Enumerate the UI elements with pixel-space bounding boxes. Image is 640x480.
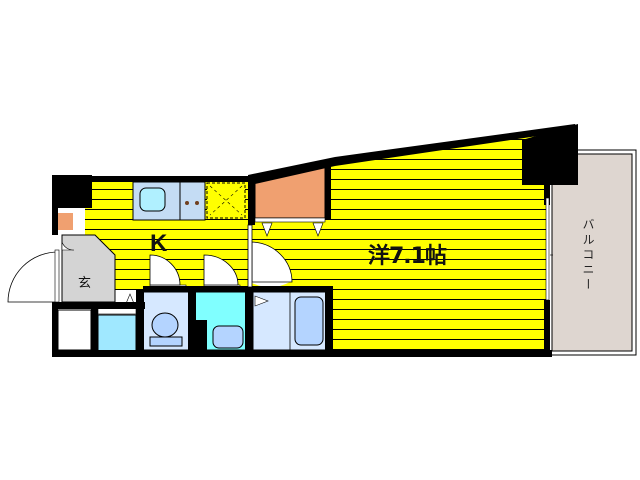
washbasin-icon bbox=[212, 325, 244, 349]
room-label-western: 洋7.1帖 bbox=[368, 244, 447, 269]
balcony bbox=[547, 149, 637, 356]
door-swing bbox=[251, 241, 293, 283]
room-label-kitchen: K bbox=[150, 230, 168, 257]
walls bbox=[52, 124, 578, 357]
storage bbox=[57, 309, 92, 351]
door-swing bbox=[203, 254, 239, 286]
bathroom bbox=[250, 241, 331, 351]
washroom bbox=[194, 254, 251, 351]
toilet-icon bbox=[151, 312, 179, 338]
closet-door-marker bbox=[261, 222, 273, 237]
sink-icon bbox=[139, 187, 166, 212]
shoe-box bbox=[58, 213, 73, 230]
refrigerator-space bbox=[206, 182, 246, 219]
stove-burner-icon bbox=[195, 201, 199, 205]
entrance bbox=[7, 213, 116, 303]
bathtub-icon bbox=[294, 296, 324, 346]
closet-door-marker bbox=[312, 222, 324, 237]
kitchen-counter bbox=[132, 181, 246, 221]
stove-burner-icon bbox=[185, 201, 189, 205]
balcony-window bbox=[545, 197, 553, 301]
door-swing bbox=[61, 241, 75, 251]
entrance-door-swing bbox=[7, 251, 59, 303]
door-swing bbox=[149, 254, 181, 286]
room-label-balcony: バルコニー bbox=[581, 218, 595, 293]
room-label-entrance: 玄 bbox=[78, 276, 92, 291]
